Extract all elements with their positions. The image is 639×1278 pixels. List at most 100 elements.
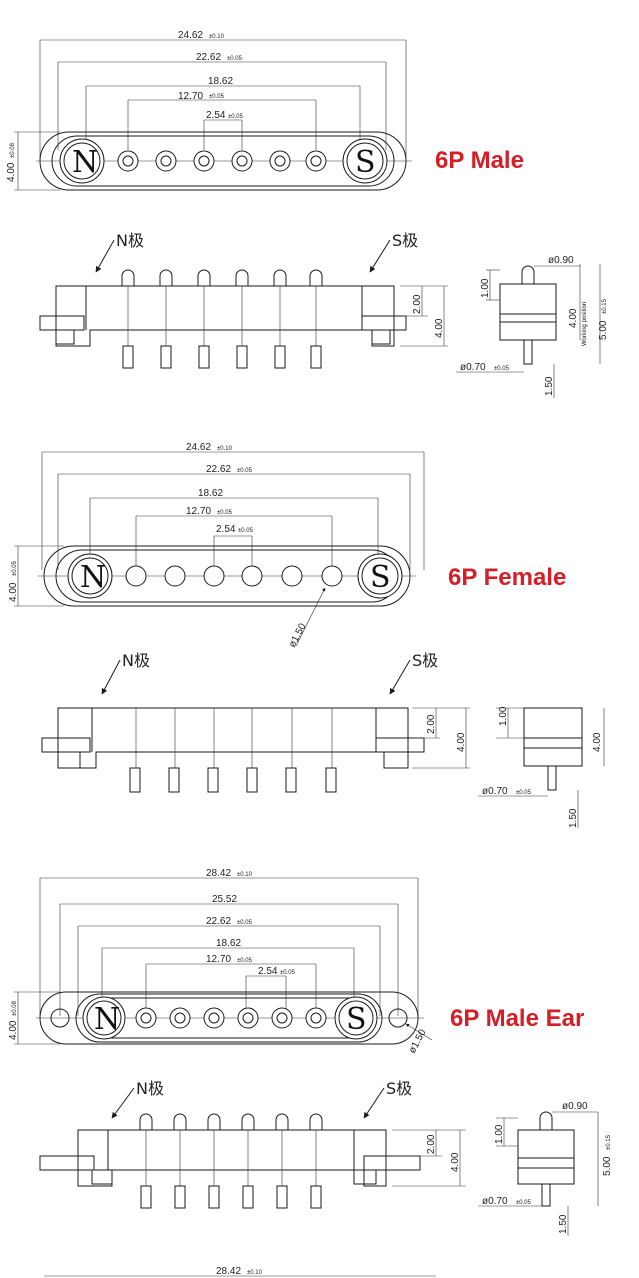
male-tail-len: 1.50 [544,376,555,396]
female-dim-height: 4.00 [8,582,19,602]
female-dim-pitch: 2.54 [216,524,236,535]
svg-text:±0.05: ±0.05 [516,790,532,796]
ear-title: 6P Male Ear [450,1005,584,1032]
svg-text:±0.05: ±0.05 [238,528,254,534]
female-dim-inner: 12.70 [186,506,211,517]
male-end-dim-5: 5.00 [598,320,609,340]
ear-end-view: 1.00 5.00 ±0.15 ø0.90 ø0.70 ±0.05 1.50 [478,1101,613,1236]
male-end-view: 1.00 4.00 Working position 5.00 ±0.15 ø0… [456,255,609,398]
female-end-view: 1.00 4.00 ø0.70 ±0.05 1.50 [478,706,605,828]
female-n-pole-callout: N极 [122,651,150,670]
bottom-dim-overall: 28.42 [216,1266,241,1277]
ear-dim-inner: 12.70 [206,954,231,965]
ear-end-dim-5: 5.00 [602,1156,613,1176]
female-s-pole-callout: S极 [412,651,438,670]
female-side-dim-2: 2.00 [426,714,437,734]
svg-text:±0.05: ±0.05 [237,468,253,474]
ear-s-magnet [334,996,378,1040]
ear-dim-outer: 22.62 [206,916,231,927]
svg-text:S: S [370,560,391,595]
ear-n-magnet [82,996,126,1040]
male-top-view: 24.62 ±0.10 22.62 ±0.05 18.62 12.70 ±0.0… [6,30,412,191]
female-end-dim-1: 1.00 [498,706,509,726]
ear-top-view: 28.42 ±0.10 25.52 22.62 ±0.05 18.62 12.7… [8,868,433,1055]
male-dim-outer: 22.62 [196,52,221,63]
ear-n-pole-callout: N极 [136,1079,164,1098]
ear-tail-dia: ø0.70 [482,1196,508,1207]
svg-text:±0.10: ±0.10 [217,446,233,452]
female-dim-overall: 24.62 [186,442,211,453]
female-side-dim-4: 4.00 [456,732,467,752]
female-s-magnet [357,553,403,599]
ear-dim-mid: 18.62 [216,938,241,949]
ear-dim-ear: 25.52 [212,894,237,905]
ear-dim-pitch: 2.54 [258,966,278,977]
ear-side-dim-2: 2.00 [426,1134,437,1154]
svg-text:±0.05: ±0.05 [516,1200,532,1206]
ear-tail-len: 1.50 [558,1214,569,1234]
svg-text:±0.05: ±0.05 [237,958,253,964]
male-dim-mid: 18.62 [208,76,233,87]
male-pins-top [117,150,327,172]
female-dim-outer: 22.62 [206,464,231,475]
ear-side-dim-4: 4.00 [450,1152,461,1172]
male-pin-dia: ø0.90 [548,255,574,266]
svg-text:±0.08: ±0.08 [10,142,16,158]
female-side-tails [129,767,337,793]
female-title: 6P Female [448,564,566,591]
female-top-view: 24.62 ±0.10 22.62 ±0.05 18.62 12.70 ±0.0… [8,442,425,649]
svg-text:±0.08: ±0.08 [12,1000,18,1016]
svg-text:±0.05: ±0.05 [12,560,18,576]
svg-text:±0.15: ±0.15 [606,1134,612,1150]
svg-text:±0.05: ±0.05 [209,94,225,100]
male-dim-inner: 12.70 [178,91,203,102]
svg-text:±0.10: ±0.10 [247,1270,263,1276]
svg-text:±0.05: ±0.05 [227,56,243,62]
svg-text:±0.05: ±0.05 [237,920,253,926]
svg-text:Working position: Working position [582,302,588,346]
svg-text:±0.05: ±0.05 [217,510,233,516]
svg-text:±0.10: ±0.10 [237,872,253,878]
male-tail-dia: ø0.70 [460,362,486,373]
svg-text:S: S [355,145,376,180]
ear-end-dim-1: 1.00 [494,1124,505,1144]
female-tail-dia: ø0.70 [482,786,508,797]
male-s-magnet [342,138,388,184]
bottom-partial-dimension: 28.42 ±0.10 [44,1266,436,1277]
svg-text:±0.05: ±0.05 [280,970,296,976]
female-hole-dia: ø1.50 [287,621,309,649]
male-side-view: N极 S极 2.00 4.00 [39,231,448,369]
male-s-pole-callout: S极 [392,231,418,250]
male-n-magnet [59,138,105,184]
female-side-view: N极 S极 2.00 4.00 [41,651,470,793]
ear-dim-height: 4.00 [8,1020,19,1040]
ear-pins-top [135,1007,327,1029]
female-dim-mid: 18.62 [198,488,223,499]
svg-text:±0.10: ±0.10 [209,34,225,40]
svg-text:N: N [72,145,98,180]
male-end-dim-4: 4.00 [568,308,579,328]
ear-side-view: N极 S极 2.00 4.00 [39,1079,466,1209]
male-side-dim-4: 4.00 [434,318,445,338]
svg-text:±0.15: ±0.15 [602,298,608,314]
male-n-pole-callout: N极 [116,231,144,250]
svg-text:N: N [80,560,106,595]
svg-text:±0.05: ±0.05 [494,366,510,372]
female-holes-top [125,565,343,587]
male-side-pins [121,269,323,369]
male-dim-overall: 24.62 [178,30,203,41]
svg-text:N: N [94,1002,120,1037]
male-title: 6P Male [435,147,524,174]
svg-text:S: S [346,1002,367,1037]
svg-text:±0.05: ±0.05 [228,114,244,120]
ear-hole-dia: ø1.50 [407,1027,429,1055]
ear-pin-dia: ø0.90 [562,1101,588,1112]
male-dim-pitch: 2.54 [206,110,226,121]
male-side-dim-2: 2.00 [412,294,423,314]
male-dim-height: 4.00 [6,162,17,182]
ear-side-pins [139,1113,323,1209]
male-end-dim-1: 1.00 [480,278,491,298]
female-n-magnet [67,553,113,599]
